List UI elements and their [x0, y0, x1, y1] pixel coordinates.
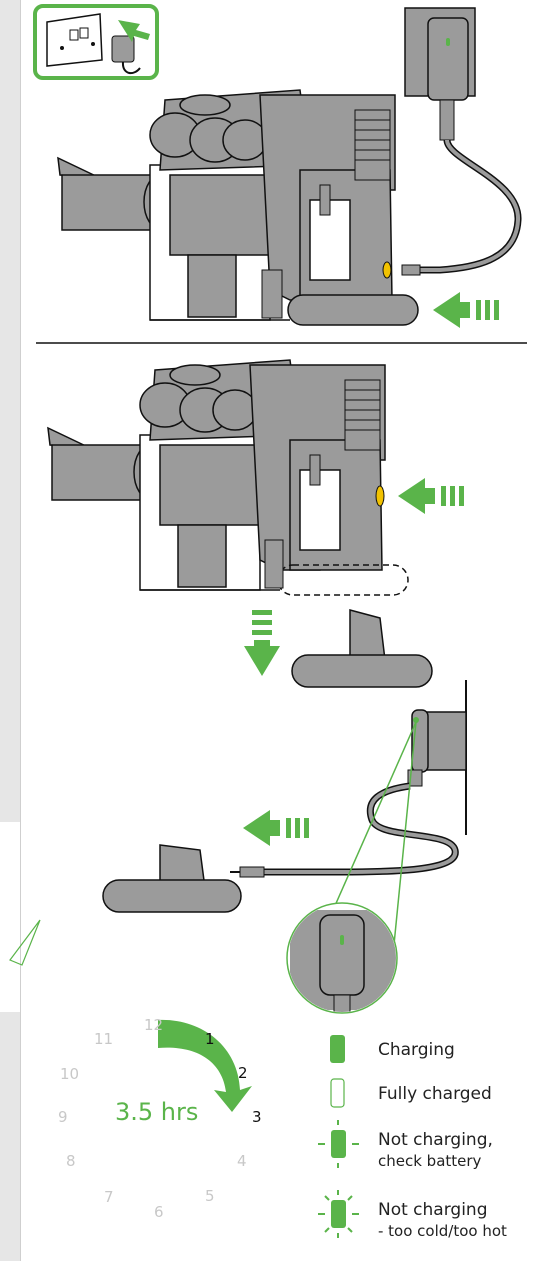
clock-number-2: 2 — [238, 1064, 248, 1082]
wall-charger-icon — [401, 7, 522, 276]
clock-number-7: 7 — [104, 1188, 114, 1206]
legend-charging-label: Charging — [378, 1040, 455, 1060]
clock-number-5: 5 — [205, 1187, 215, 1205]
arrow-icon — [398, 478, 464, 514]
arrow-icon — [433, 292, 499, 328]
legend-check-battery-label: check battery — [378, 1152, 482, 1170]
handheld-vacuum-icon — [57, 89, 419, 326]
legend-fully-charged-label: Fully charged — [378, 1084, 492, 1104]
led-indicator-icon — [330, 1078, 345, 1108]
clock-number-9: 9 — [58, 1108, 68, 1126]
clock-icon — [158, 1019, 252, 1112]
led-indicator-icon — [318, 1120, 359, 1168]
sidebar-tick — [9, 919, 41, 966]
wall-charger-icon — [230, 680, 467, 878]
clock-number-1: 1 — [205, 1030, 215, 1048]
led-indicator-icon — [318, 1190, 359, 1238]
clock-number-6: 6 — [154, 1203, 164, 1221]
charger-plug-icon — [111, 20, 150, 75]
clock-number-8: 8 — [66, 1152, 76, 1170]
arrow-icon — [244, 610, 280, 676]
clock-number-12: 12 — [144, 1016, 164, 1034]
arrow-icon — [243, 810, 309, 846]
clock-number-3: 3 — [252, 1108, 262, 1126]
sidebar-notch — [0, 822, 20, 1012]
led-indicator-icon — [286, 721, 417, 1014]
clock-number-4: 4 — [237, 1152, 247, 1170]
legend-not-charging-label: Not charging, — [378, 1130, 493, 1150]
wall-socket-icon — [33, 4, 159, 80]
battery-icon — [102, 844, 242, 913]
led-indicator-icon — [330, 1035, 345, 1063]
battery-icon — [291, 609, 433, 688]
legend-not-charging-temp-label: Not charging — [378, 1200, 488, 1220]
clock-number-10: 10 — [60, 1065, 80, 1083]
legend-too-cold-hot-label: - too cold/too hot — [378, 1222, 507, 1240]
clock-number-11: 11 — [94, 1030, 114, 1048]
handheld-vacuum-icon — [47, 359, 409, 596]
charge-duration-label: 3.5 hrs — [115, 1098, 199, 1126]
